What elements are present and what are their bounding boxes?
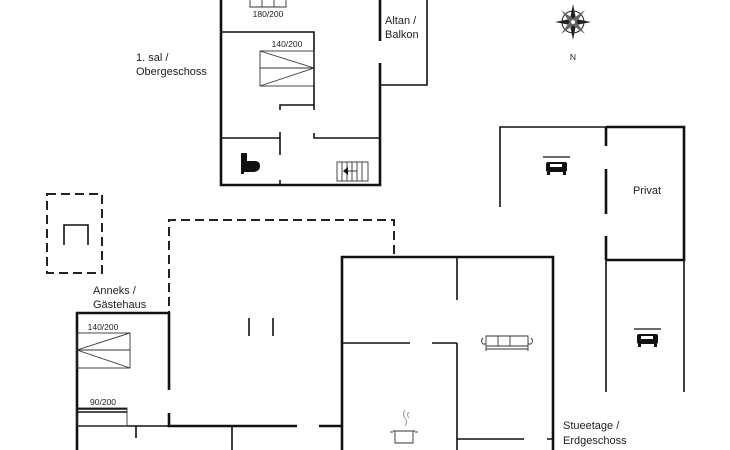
balcony-wall — [380, 0, 428, 86]
bed-icon — [259, 50, 316, 87]
outbuilding-outline — [46, 193, 103, 274]
private-area: Privat — [499, 125, 686, 392]
annex: 140/200 90/200 Anneks / Gästehaus — [75, 285, 342, 450]
wall — [342, 257, 553, 450]
wall — [221, 31, 380, 185]
bed-size-label: 140/200 — [88, 322, 119, 332]
upper-floor-label: 1. sal / — [136, 52, 169, 64]
balcony-label: Balkon — [385, 29, 419, 41]
carport-marks — [248, 318, 274, 336]
bed-size-label: 180/200 — [253, 9, 284, 19]
annex-label: Anneks / — [93, 285, 137, 297]
car-icon — [543, 156, 570, 175]
wall — [605, 260, 685, 392]
compass-north-label: N — [570, 52, 576, 62]
bed-icon — [76, 407, 128, 427]
wall — [340, 255, 555, 450]
wall — [75, 311, 342, 450]
balcony-label: Altan / — [385, 15, 417, 27]
stairs-icon — [336, 161, 369, 182]
ground-floor-label: Erdgeschoss — [563, 435, 627, 447]
cooking-pot-icon — [390, 409, 418, 444]
upper-floor-label: Obergeschoss — [136, 66, 207, 78]
outbuilding-symbol — [63, 224, 89, 245]
bed-icon — [75, 332, 131, 369]
car-icon — [634, 328, 661, 347]
private-label: Privat — [633, 185, 661, 197]
sofa-icon — [481, 335, 533, 351]
bed-icon — [249, 0, 287, 8]
annex-label: Gästehaus — [93, 299, 147, 311]
wall — [219, 0, 382, 187]
wall — [77, 425, 233, 450]
wall — [499, 126, 606, 207]
ground-floor-label: Stueetage / — [563, 420, 620, 432]
ground-floor: Stueetage / Erdgeschoss — [340, 255, 627, 450]
upper-floor: 180/200 140/200 1. sal / Obergeschoss Al… — [136, 0, 428, 187]
carport-outline — [168, 219, 395, 390]
wall — [604, 125, 686, 262]
toilet-icon — [241, 153, 260, 174]
compass-icon — [555, 4, 591, 40]
bed-size-label: 140/200 — [272, 39, 303, 49]
bed-size-label: 90/200 — [90, 397, 116, 407]
